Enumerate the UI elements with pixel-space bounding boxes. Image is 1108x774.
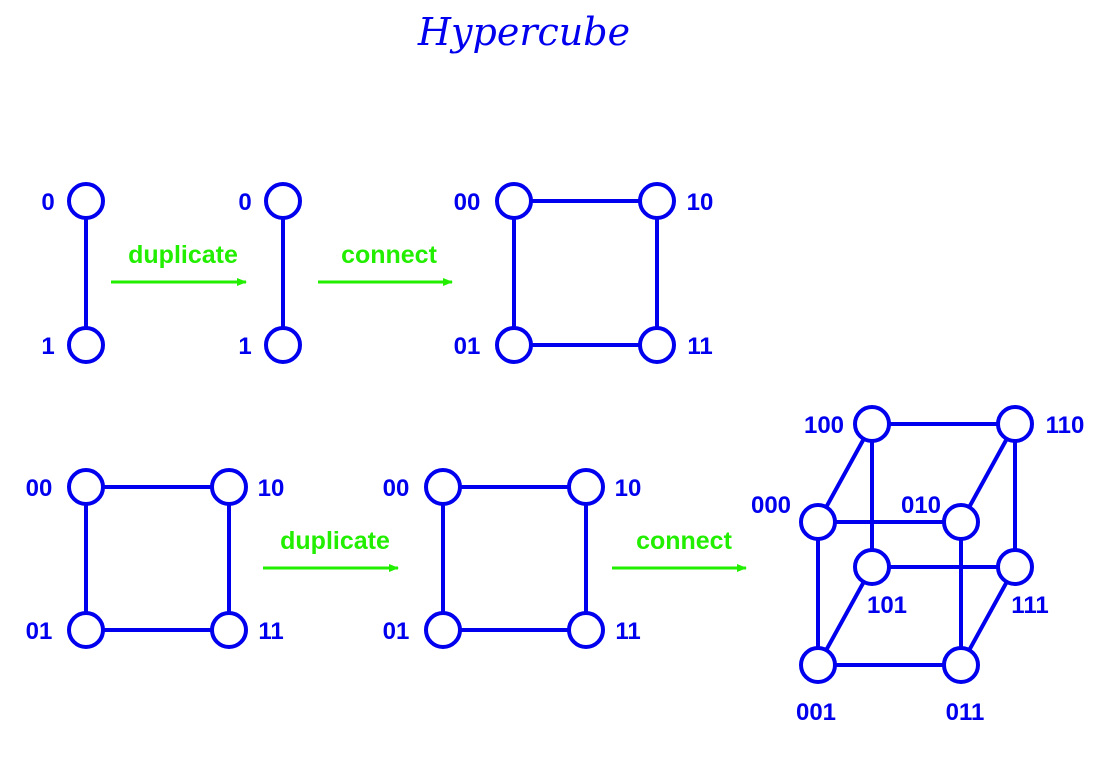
connect-label: connect: [636, 527, 733, 555]
node-11: [567, 611, 605, 649]
node-00: [424, 468, 462, 506]
duplicate-label: duplicate: [128, 241, 238, 269]
node-101: [853, 548, 891, 586]
node-0: [264, 182, 302, 220]
node-label-0: 0: [41, 189, 54, 216]
node-label-000: 000: [751, 492, 791, 519]
node-00: [495, 182, 533, 220]
node-label-11: 11: [258, 618, 283, 645]
row1-graph-c: [495, 182, 676, 364]
node-label-011: 011: [946, 699, 985, 726]
node-111: [996, 548, 1034, 586]
node-011: [942, 646, 980, 684]
node-0: [67, 182, 105, 220]
node-10: [638, 182, 676, 220]
node-label-1: 1: [238, 333, 251, 360]
connect-label: connect: [341, 241, 438, 269]
node-10: [567, 468, 605, 506]
node-1: [67, 326, 105, 364]
row2-graph-b: [424, 468, 605, 649]
row1-graph-b: [264, 182, 302, 364]
node-label-11: 11: [687, 333, 712, 360]
node-label-100: 100: [804, 412, 844, 439]
node-label-001: 001: [796, 699, 836, 726]
node-label-0: 0: [238, 189, 251, 216]
node-label-010: 010: [901, 492, 941, 519]
node-11: [210, 611, 248, 649]
cube-graph: [799, 405, 1034, 684]
node-100: [853, 405, 891, 443]
node-label-11: 11: [615, 618, 640, 645]
node-11: [638, 326, 676, 364]
node-010: [942, 503, 980, 541]
node-1: [264, 326, 302, 364]
node-00: [67, 468, 105, 506]
node-110: [996, 405, 1034, 443]
node-label-101: 101: [867, 592, 907, 619]
node-label-110: 110: [1046, 412, 1085, 439]
node-label-10: 10: [615, 475, 642, 502]
diagram-title: Hypercube: [417, 10, 630, 54]
node-01: [495, 326, 533, 364]
node-label-00: 00: [383, 475, 410, 502]
duplicate-label: duplicate: [280, 527, 390, 555]
node-label-111: 111: [1011, 592, 1048, 619]
node-000: [799, 503, 837, 541]
node-01: [424, 611, 462, 649]
node-label-01: 01: [383, 618, 410, 645]
node-10: [210, 468, 248, 506]
node-label-01: 01: [454, 333, 481, 360]
node-label-00: 00: [26, 475, 53, 502]
row1-graph-a: [67, 182, 105, 364]
node-01: [67, 611, 105, 649]
row2-graph-a: [67, 468, 248, 649]
node-label-10: 10: [687, 189, 714, 216]
node-001: [799, 646, 837, 684]
node-label-00: 00: [454, 189, 481, 216]
node-label-1: 1: [41, 333, 54, 360]
node-label-01: 01: [26, 618, 53, 645]
node-label-10: 10: [258, 475, 285, 502]
